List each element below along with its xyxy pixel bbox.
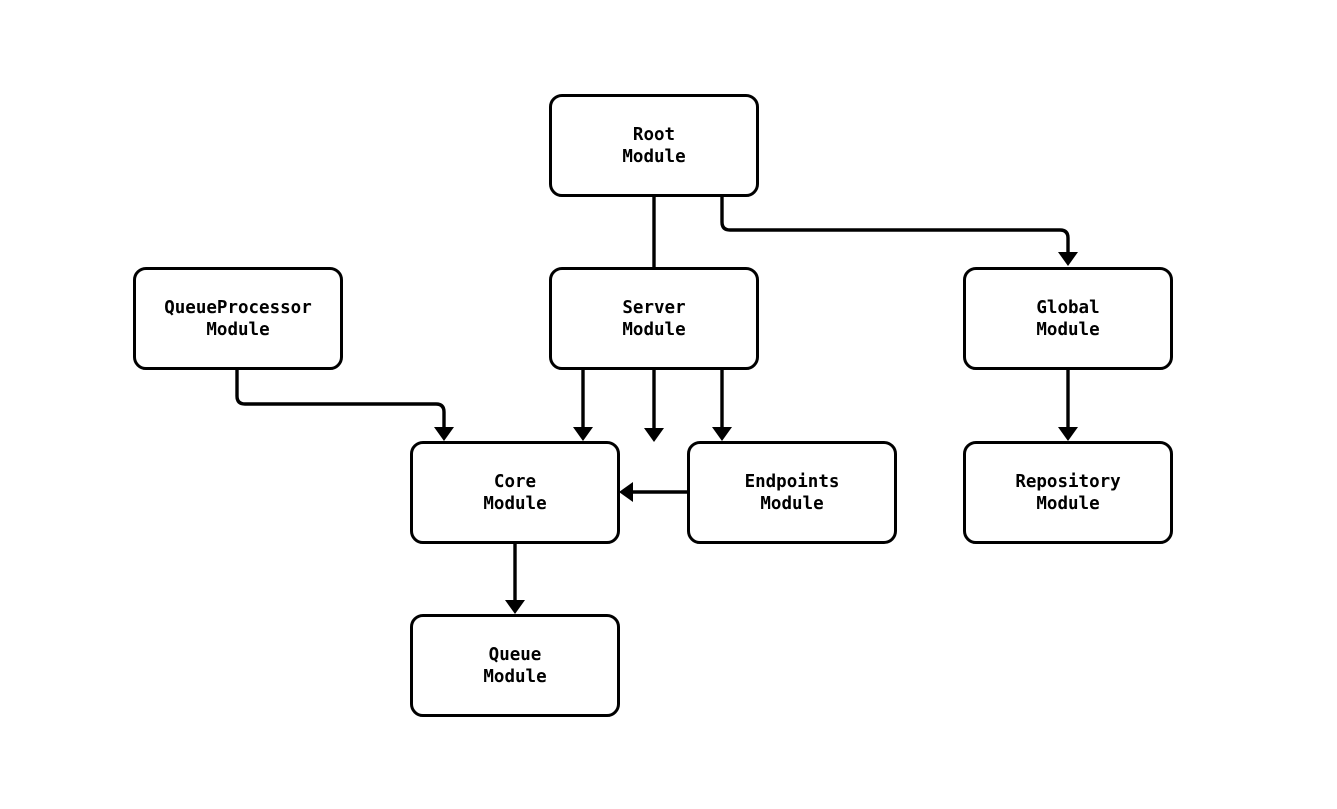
node-endpoints[interactable]: Endpoints Module	[687, 441, 897, 544]
node-global-label-line2: Module	[1036, 319, 1100, 340]
edge-endpoints-core	[619, 482, 687, 502]
node-global[interactable]: Global Module	[963, 267, 1173, 370]
edge-server-core	[573, 370, 593, 441]
node-global-label-line1: Global	[1036, 297, 1100, 318]
node-core-label-line2: Module	[483, 493, 547, 514]
edge-core-queue	[505, 544, 525, 614]
node-repository-label-line2: Module	[1036, 493, 1100, 514]
edge-server-endpoints	[712, 370, 732, 441]
node-queue[interactable]: Queue Module	[410, 614, 620, 717]
node-core-label-line1: Core	[493, 471, 537, 492]
node-repository[interactable]: Repository Module	[963, 441, 1173, 544]
node-server-label-line2: Module	[622, 319, 686, 340]
node-queue-label-line2: Module	[483, 666, 547, 687]
node-root-label-line2: Module	[622, 146, 686, 167]
node-repository-label-line1: Repository	[1015, 471, 1121, 492]
node-endpoints-label-line1: Endpoints	[744, 471, 840, 492]
edge-global-repository	[1058, 370, 1078, 441]
node-queueprocessor-label-line1: QueueProcessor	[164, 297, 312, 318]
edge-root-global	[720, 197, 1078, 266]
node-queueprocessor[interactable]: QueueProcessor Module	[133, 267, 343, 370]
node-root[interactable]: Root Module	[549, 94, 759, 197]
edge-queueprocessor-core	[235, 370, 454, 441]
node-root-label-line1: Root	[632, 124, 676, 145]
node-server[interactable]: Server Module	[549, 267, 759, 370]
node-queueprocessor-label-line2: Module	[206, 319, 270, 340]
node-server-label-line1: Server	[622, 297, 686, 318]
node-core[interactable]: Core Module	[410, 441, 620, 544]
node-endpoints-label-line2: Module	[760, 493, 824, 514]
node-queue-label-line1: Queue	[488, 644, 542, 665]
